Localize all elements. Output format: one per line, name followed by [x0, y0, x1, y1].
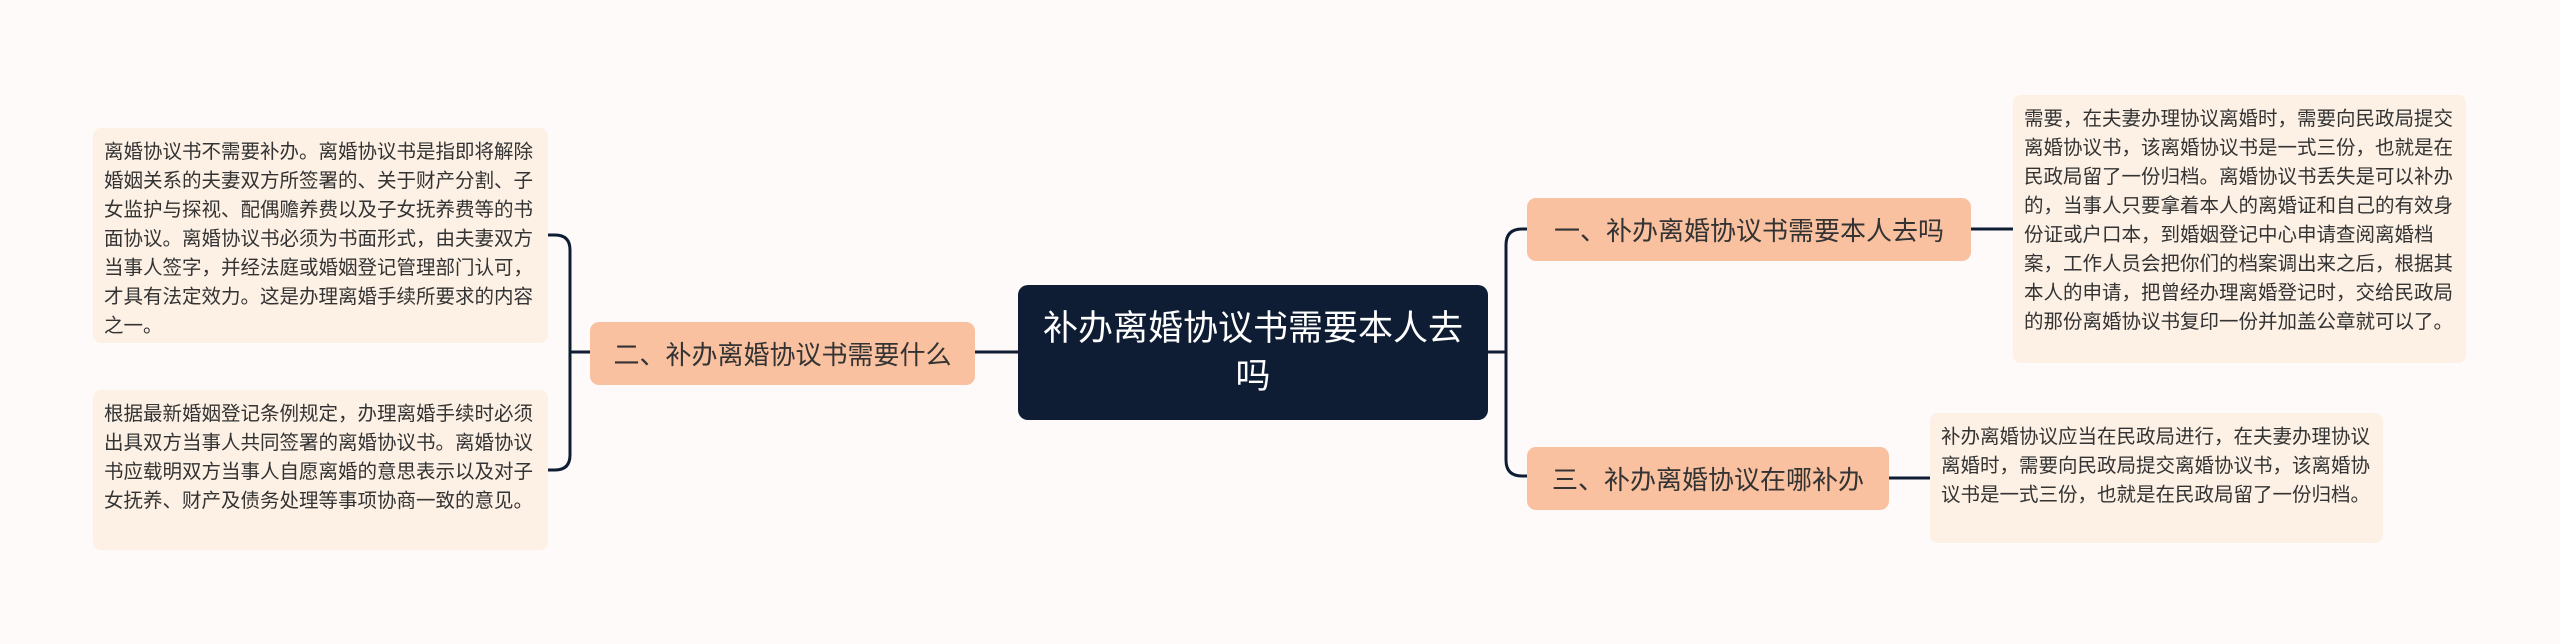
leaf-note-1[interactable]: 需要，在夫妻办理协议离婚时，需要向民政局提交离婚协议书，该离婚协议书是一式三份，…: [2013, 95, 2466, 363]
leaf-note-2-text: 离婚协议书不需要补办。离婚协议书是指即将解除婚姻关系的夫妻双方所签署的、关于财产…: [104, 140, 534, 337]
branch-topic-1[interactable]: 一、补办离婚协议书需要本人去吗: [1527, 198, 1971, 261]
connector-branch1: [1504, 227, 1527, 478]
leaf-note-1-text: 需要，在夫妻办理协议离婚时，需要向民政局提交离婚协议书，该离婚协议书是一式三份，…: [2024, 107, 2454, 333]
connector-b2-leaves: [548, 233, 590, 472]
leaf-note-3-text: 根据最新婚姻登记条例规定，办理离婚手续时必须出具双方当事人共同签署的离婚协议书。…: [104, 402, 534, 512]
branch-topic-3[interactable]: 三、补办离婚协议在哪补办: [1527, 447, 1889, 510]
leaf-note-3[interactable]: 根据最新婚姻登记条例规定，办理离婚手续时必须出具双方当事人共同签署的离婚协议书。…: [93, 390, 548, 550]
leaf-note-4[interactable]: 补办离婚协议应当在民政局进行，在夫妻办理协议离婚时，需要向民政局提交离婚协议书，…: [1930, 413, 2383, 543]
leaf-note-2[interactable]: 离婚协议书不需要补办。离婚协议书是指即将解除婚姻关系的夫妻双方所签署的、关于财产…: [93, 128, 548, 343]
central-topic-label: 补办离婚协议书需要本人去吗: [1042, 308, 1463, 397]
central-topic[interactable]: 补办离婚协议书需要本人去吗: [1018, 285, 1488, 420]
branch-topic-3-label: 三、补办离婚协议在哪补办: [1551, 466, 1864, 496]
branch-topic-2[interactable]: 二、补办离婚协议书需要什么: [590, 322, 975, 385]
branch-topic-1-label: 一、补办离婚协议书需要本人去吗: [1553, 217, 1944, 247]
leaf-note-4-text: 补办离婚协议应当在民政局进行，在夫妻办理协议离婚时，需要向民政局提交离婚协议书，…: [1941, 425, 2371, 506]
branch-topic-2-label: 二、补办离婚协议书需要什么: [613, 341, 952, 371]
